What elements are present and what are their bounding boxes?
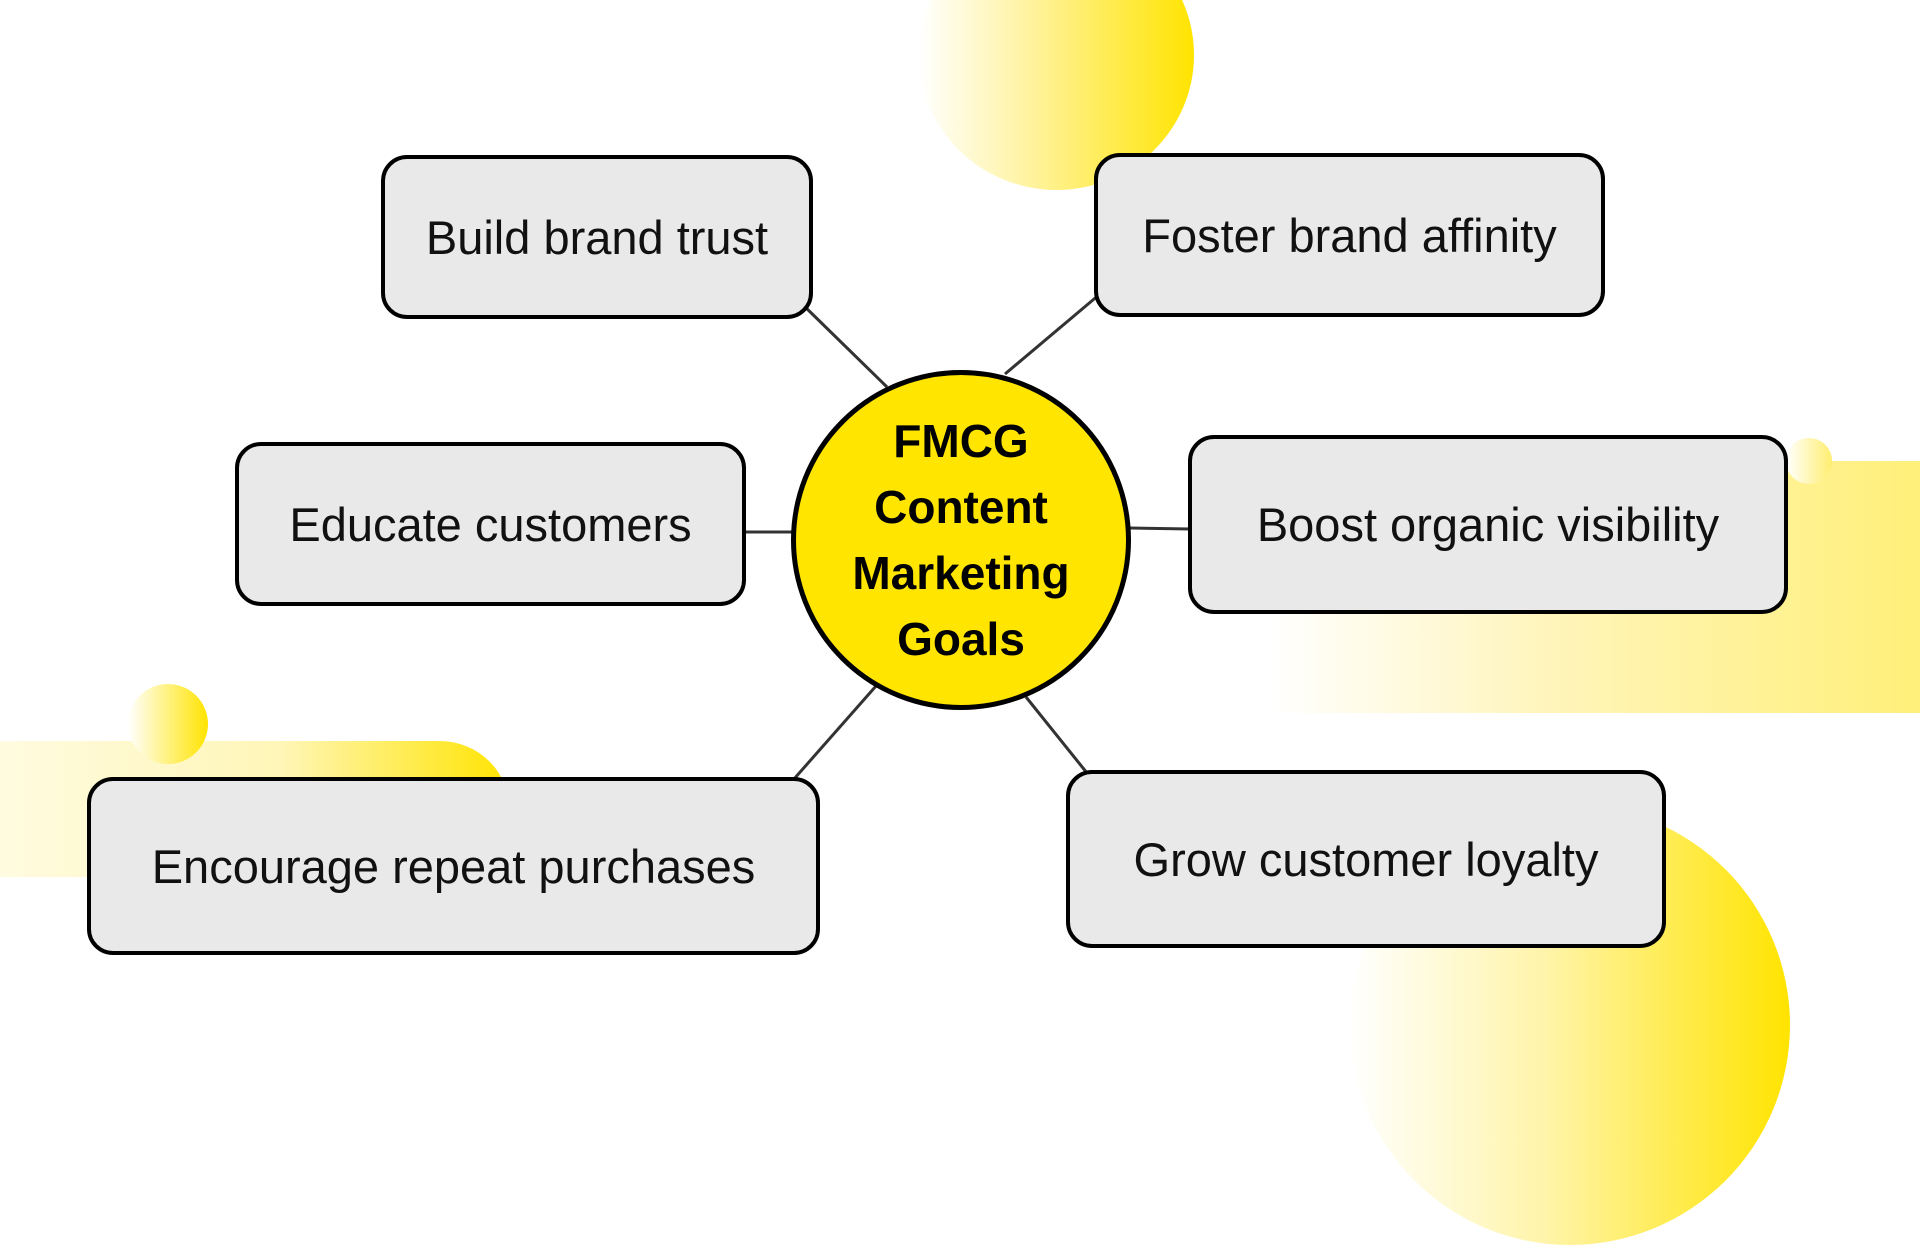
goal-build-brand-trust: Build brand trust: [381, 155, 813, 319]
central-topic-circle: FMCG Content Marketing Goals: [791, 370, 1131, 710]
connector-lines: [744, 292, 1191, 780]
connector-encourage-repeat-purchases: [792, 685, 878, 780]
goal-label: Build brand trust: [425, 210, 769, 264]
connector-boost-organic-visibility: [1129, 526, 1191, 531]
central-topic-label: FMCG Content Marketing Goals: [852, 415, 1070, 665]
goal-label: Boost organic visibility: [1256, 498, 1720, 551]
goal-label: Encourage repeat purchases: [151, 839, 756, 893]
goal-label: Educate customers: [289, 497, 692, 551]
goal-grow-customer-loyalty: Grow customer loyalty: [1066, 770, 1666, 948]
connector-foster-brand-affinity: [1004, 292, 1101, 376]
goal-label: Foster brand affinity: [1142, 208, 1557, 262]
goal-boost-organic-visibility: Boost organic visibility: [1188, 435, 1788, 614]
goal-encourage-repeat-purchases: Encourage repeat purchases: [87, 777, 820, 955]
goal-label: Grow customer loyalty: [1133, 832, 1599, 886]
connector-grow-customer-loyalty: [1024, 696, 1089, 774]
goal-foster-brand-affinity: Foster brand affinity: [1094, 153, 1605, 317]
goal-educate-customers: Educate customers: [235, 442, 746, 606]
connector-build-brand-trust: [798, 300, 889, 389]
